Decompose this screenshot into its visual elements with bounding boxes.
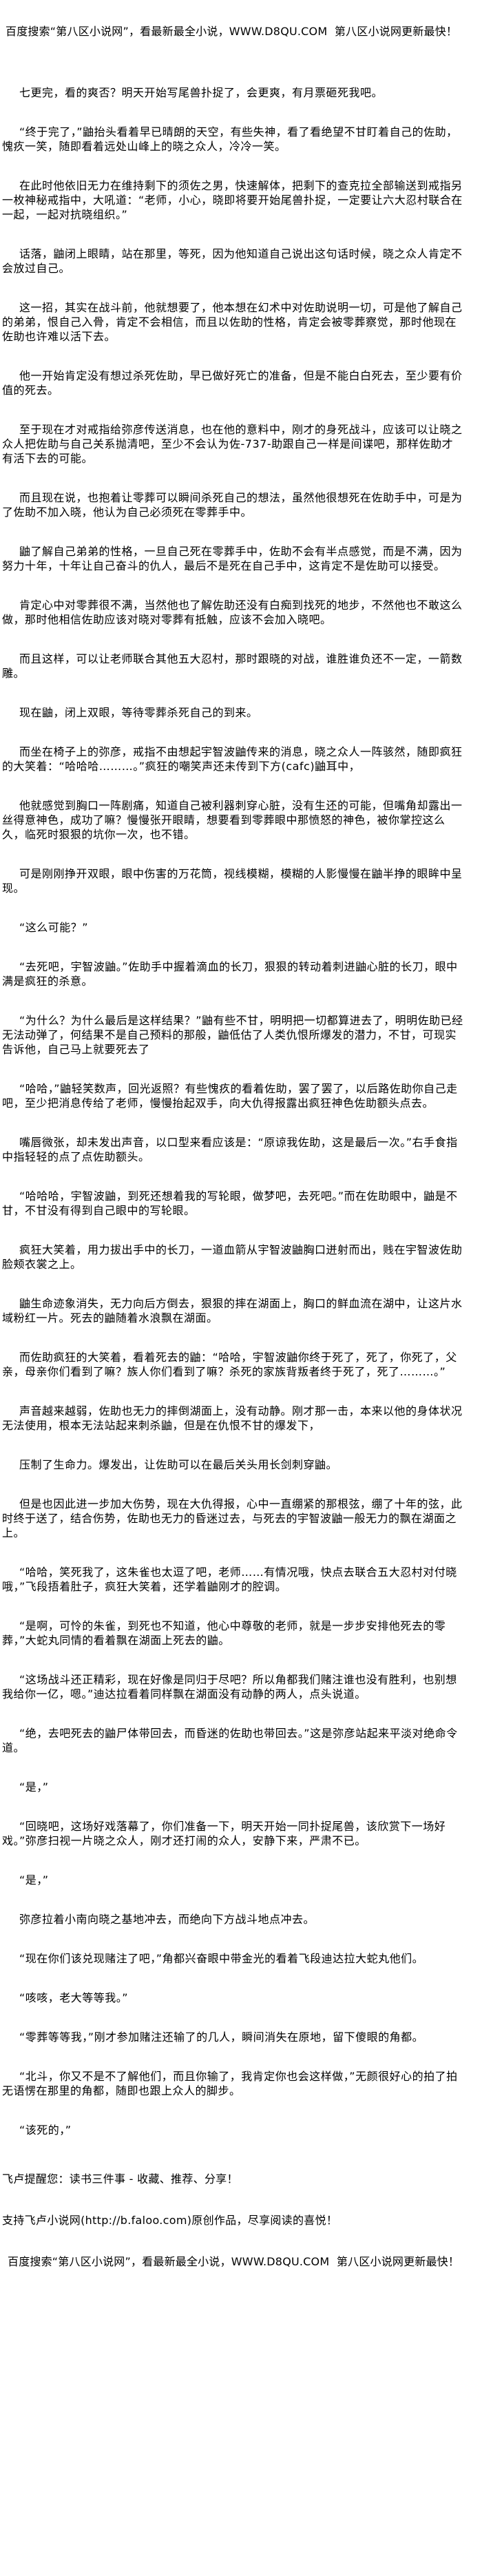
chapter-paragraph: 而佐助疯狂的大笑着，看着死去的鼬：“哈哈，宇智波鼬你终于死了，死了，你死了，父亲… [2,1351,457,1378]
chapter-paragraph: “去死吧，宇智波鼬。”佐助手中握着滴血的长刀，狠狠的转动着刺进鼬心脏的长刀，眼中… [2,960,458,988]
chapter-paragraph: “是，” [19,1873,49,1887]
chapter-paragraph: “回晓吧，这场好戏落幕了，你们准备一下，明天开始一同扑捉尾兽，该欣赏下一场好戏。… [2,1820,446,1847]
page-footer: 飞卢提醒您：读书三件事 - 收藏、推荐、分享！ 支持飞卢小说网(http://b… [0,2162,482,2269]
chapter-body: 七更完，看的爽否？明天开始写尾兽扑捉了，会更爽，有月票砸死我吧。 “终于完了，”鼬… [0,39,472,2137]
chapter-paragraph: 这一招，其实在战斗前，他就想要了，他本想在幻术中对佐助说明一切，可是他了解自己的… [2,301,463,343]
chapter-paragraph: 七更完，看的爽否？明天开始写尾兽扑捉了，会更爽，有月票砸死我吧。 [19,86,384,99]
chapter-paragraph: 鼬生命迹象消失，无力向后方倒去，狠狠的摔在湖面上，胸口的鲜血流在湖中，让这片水域… [2,1297,463,1325]
chapter-paragraph: 疯狂大笑着，用力拔出手中的长刀，一道血箭从宇智波鼬胸口迸射而出，贱在宇智波佐助脸… [2,1243,463,1271]
chapter-paragraph: 嘴唇微张，却未发出声音，以口型来看应该是：“原谅我佐助，这是最后一次。”右手食指… [2,1136,458,1163]
chapter-paragraph: 压制了生命力。爆发出，让佐助可以在最后关头用长剑刺穿鼬。 [19,1458,338,1471]
chapter-paragraph: 而坐在椅子上的弥彦，戒指不由想起宇智波鼬传来的消息，晓之众人一阵骇然，随即疯狂的… [2,745,463,773]
chapter-paragraph: “咳咳，老大等等我。” [19,1991,129,2004]
chapter-paragraph: “零葬等等我，”刚才参加赌注还输了的几人，瞬间消失在原地，留下傻眼的角都。 [19,2030,424,2044]
site-banner-top: 百度搜索“第八区小说网”，看最新最全小说，WWW.D8QU.COM 第八区小说网… [6,25,458,38]
faloo-support-notice: 支持飞卢小说网(http://b.faloo.com)原创作品，尽享阅读的喜悦！ [2,2214,338,2227]
chapter-paragraph: 声音越来越弱，佐助也无力的摔倒湖面上，没有动静。刚才那一击，本来以他的身体状况无… [2,1404,463,1432]
site-banner-bottom: 百度搜索“第八区小说网”，看最新最全小说，WWW.D8QU.COM 第八区小说网… [8,2255,460,2268]
chapter-paragraph: “北斗，你又不是不了解他们，而且你输了，我肯定你也会这样做，”无颜很好心的拍了拍… [2,2070,458,2097]
chapter-paragraph: “这场战斗还正精彩，现在好像是同归于尽吧？所以角都我们赌注谁也没有胜利，也别想我… [2,1673,457,1701]
chapter-paragraph: “为什么？为什么最后是这样结果？”鼬有些不甘，明明把一切都算进去了，明明佐助已经… [2,1014,463,1056]
chapter-paragraph: 他就感觉到胸口一阵剧痛，知道自己被利器刺穿心脏，没有生还的可能，但嘴角却露出一丝… [2,799,463,841]
chapter-paragraph: 但是也因此进一步加大伤势，现在大仇得报，心中一直绷紧的那根弦，绷了十年的弦，此时… [2,1497,463,1539]
faloo-reminder: 飞卢提醒您：读书三件事 - 收藏、推荐、分享！ [2,2172,238,2185]
chapter-paragraph: “绝，去吧死去的鼬尸体带回去，而昏迷的佐助也带回去。”这是弥彦站起来平淡对绝命令… [2,1727,458,1754]
chapter-paragraph: 弥彦拉着小南向晓之基地冲去，而绝向下方战斗地点冲去。 [19,1913,315,1926]
chapter-paragraph: “哈哈，”鼬轻笑数声，回光返照？有些愧疚的看着佐助，罢了罢了，以后路佐助你自己走… [2,1082,458,1110]
chapter-paragraph: 话落，鼬闭上眼睛，站在那里，等死，因为他知道自己说出这句话时候，晓之众人肯定不会… [2,247,463,275]
chapter-paragraph: 至于现在才对戒指给弥彦传送消息，也在他的意料中，刚才的身死战斗，应该可以让晓之众… [2,423,463,465]
chapter-paragraph: “哈哈，笑死我了，这朱雀也太逗了吧，老师……有情况哦，快点去联合五大忍村对付晓哦… [2,1566,457,1593]
chapter-paragraph: “是，” [19,1780,49,1794]
chapter-paragraph: “是啊，可怜的朱雀，到死也不知道，他心中尊敬的老师，就是一步步安排他死去的零葬，… [2,1619,446,1647]
chapter-paragraph: “该死的，” [19,2123,72,2137]
chapter-paragraph: 而且现在说，也抱着让零葬可以瞬间杀死自己的想法，虽然他很想死在佐助手中，可是为了… [2,491,463,519]
chapter-paragraph: “终于完了，”鼬抬头看着早已晴朗的天空，有些失神，看了看绝望不甘盯着自己的佐助，… [2,125,458,153]
chapter-paragraph: 可是刚刚挣开双眼，眼中伤害的万花筒，视线模糊，模糊的人影慢慢在鼬半挣的眼眸中呈现… [2,867,463,895]
chapter-paragraph: 而且这样，可以让老师联合其他五大忍村，那时跟晓的对战，谁胜谁负还不一定，一箭数雕… [2,652,463,680]
chapter-paragraph: 鼬了解自己弟弟的性格，一旦自己死在零葬手中，佐助不会有半点感觉，而是不满，因为努… [2,545,463,572]
chapter-paragraph: 肯定心中对零葬很不满，当然他也了解佐助还没有白痴到找死的地步，不然他也不敢这么做… [2,599,463,626]
chapter-paragraph: “这么可能？” [19,921,89,934]
chapter-paragraph: 在此时他依旧无力在维持剩下的须佐之男，快速解体，把剩下的查克拉全部输送到戒指另一… [2,179,463,221]
chapter-paragraph: 现在鼬，闭上双眼，等待零葬杀死自己的到来。 [19,706,258,719]
chapter-paragraph: 他一开始肯定没有想过杀死佐助，早已做好死亡的准备，但是不能白白死去，至少要有价值… [2,369,463,397]
chapter-paragraph: “哈哈哈，宇智波鼬，到死还想着我的写轮眼，做梦吧，去死吧。”而在佐助眼中，鼬是不… [2,1190,458,1217]
chapter-paragraph: “现在你们该兑现赌注了吧，”角都兴奋眼中带金光的看着飞段迪达拉大蛇丸他们。 [19,1952,424,1965]
